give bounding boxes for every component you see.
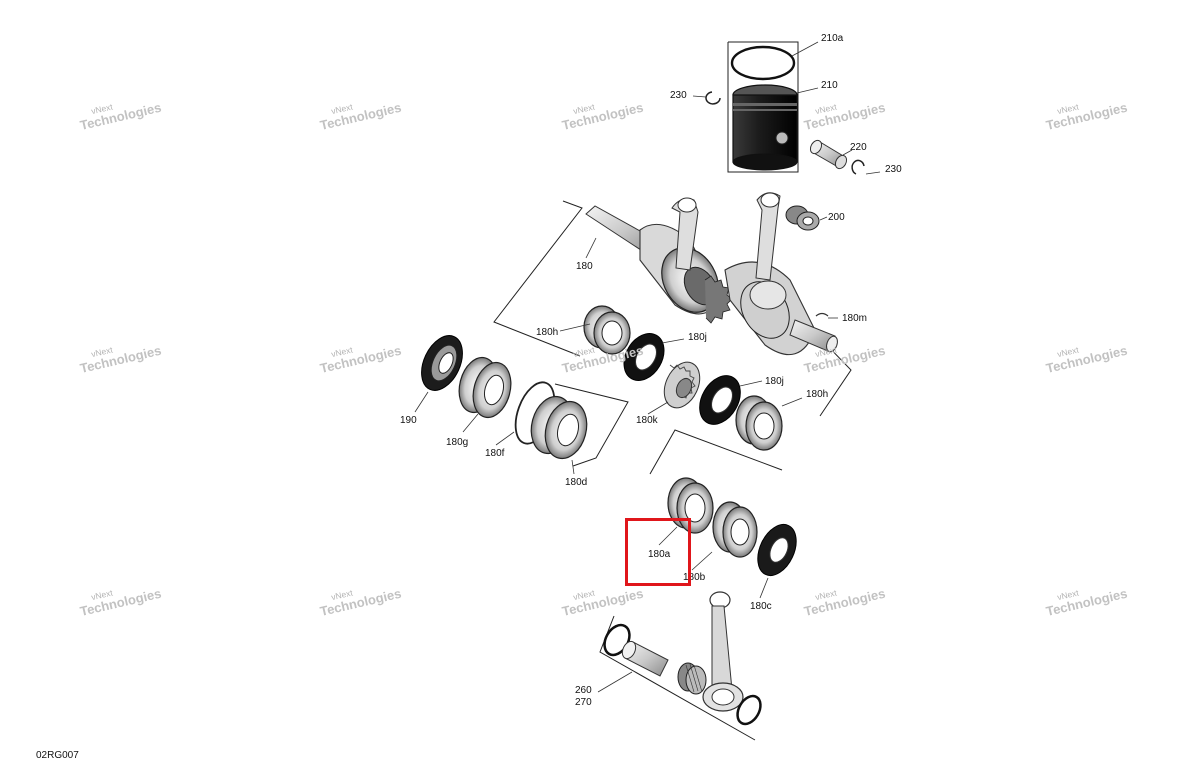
piston-210	[732, 84, 798, 171]
piston-ring-210a	[730, 45, 796, 81]
callout-230-right[interactable]: 230	[885, 164, 902, 175]
callout-260[interactable]: 260	[575, 685, 592, 696]
callout-180j-upper[interactable]: 180j	[688, 332, 707, 343]
wrist-pin-220	[809, 139, 848, 170]
bearing-180d	[530, 395, 588, 460]
bearing-180h-right	[735, 395, 783, 451]
crankpin	[621, 640, 669, 677]
callout-220[interactable]: 220	[850, 142, 867, 153]
callout-180d[interactable]: 180d	[565, 477, 588, 488]
callout-180[interactable]: 180	[576, 261, 593, 272]
bearing-180h-left	[583, 305, 631, 355]
callout-210[interactable]: 210	[821, 80, 838, 91]
callout-180h-left[interactable]: 180h	[536, 327, 559, 338]
callout-180f[interactable]: 180f	[485, 448, 505, 459]
bearing-180g	[458, 356, 512, 419]
callout-210a[interactable]: 210a	[821, 33, 844, 44]
left-bearing-bracket	[554, 383, 629, 467]
seal-180j-lower	[699, 375, 741, 425]
callout-180k[interactable]: 180k	[636, 415, 658, 426]
callout-180b[interactable]: 180b	[683, 572, 706, 583]
highlight-box-180a	[625, 518, 691, 586]
callout-180m[interactable]: 180m	[842, 313, 868, 324]
piston-group-bracket	[727, 41, 799, 173]
crankshaft-180	[585, 192, 838, 355]
drawing-code: 02RG007	[36, 750, 79, 761]
oil-seal-190	[421, 335, 463, 391]
callout-200[interactable]: 200	[828, 212, 845, 223]
callout-180c[interactable]: 180c	[750, 601, 772, 612]
lower-bearing-bracket	[649, 429, 783, 475]
callout-190[interactable]: 190	[400, 415, 417, 426]
gear-180k	[663, 361, 701, 409]
callout-230-left[interactable]: 230	[670, 90, 687, 101]
callout-180g[interactable]: 180g	[446, 437, 469, 448]
woodruff-key-180m	[815, 312, 829, 317]
callout-180h-right[interactable]: 180h	[806, 389, 829, 400]
callout-180a[interactable]: 180a	[648, 549, 671, 560]
connecting-rod	[702, 591, 744, 712]
circlip-230-left	[705, 91, 721, 105]
conrod-kit-bracket	[599, 615, 756, 741]
circlip-230-right	[851, 159, 865, 175]
needle-bearing-200	[785, 205, 820, 231]
crankshaft-bracket	[493, 200, 583, 357]
bearing-180b	[712, 501, 758, 558]
callout-270[interactable]: 270	[575, 697, 592, 708]
conrod-thrust-washer-lower	[736, 694, 762, 726]
callout-180j-lower[interactable]: 180j	[765, 376, 784, 387]
thrust-washer-180c	[757, 523, 797, 577]
seal-180j-upper	[623, 333, 665, 381]
conrod-needle-bearing	[677, 662, 707, 695]
